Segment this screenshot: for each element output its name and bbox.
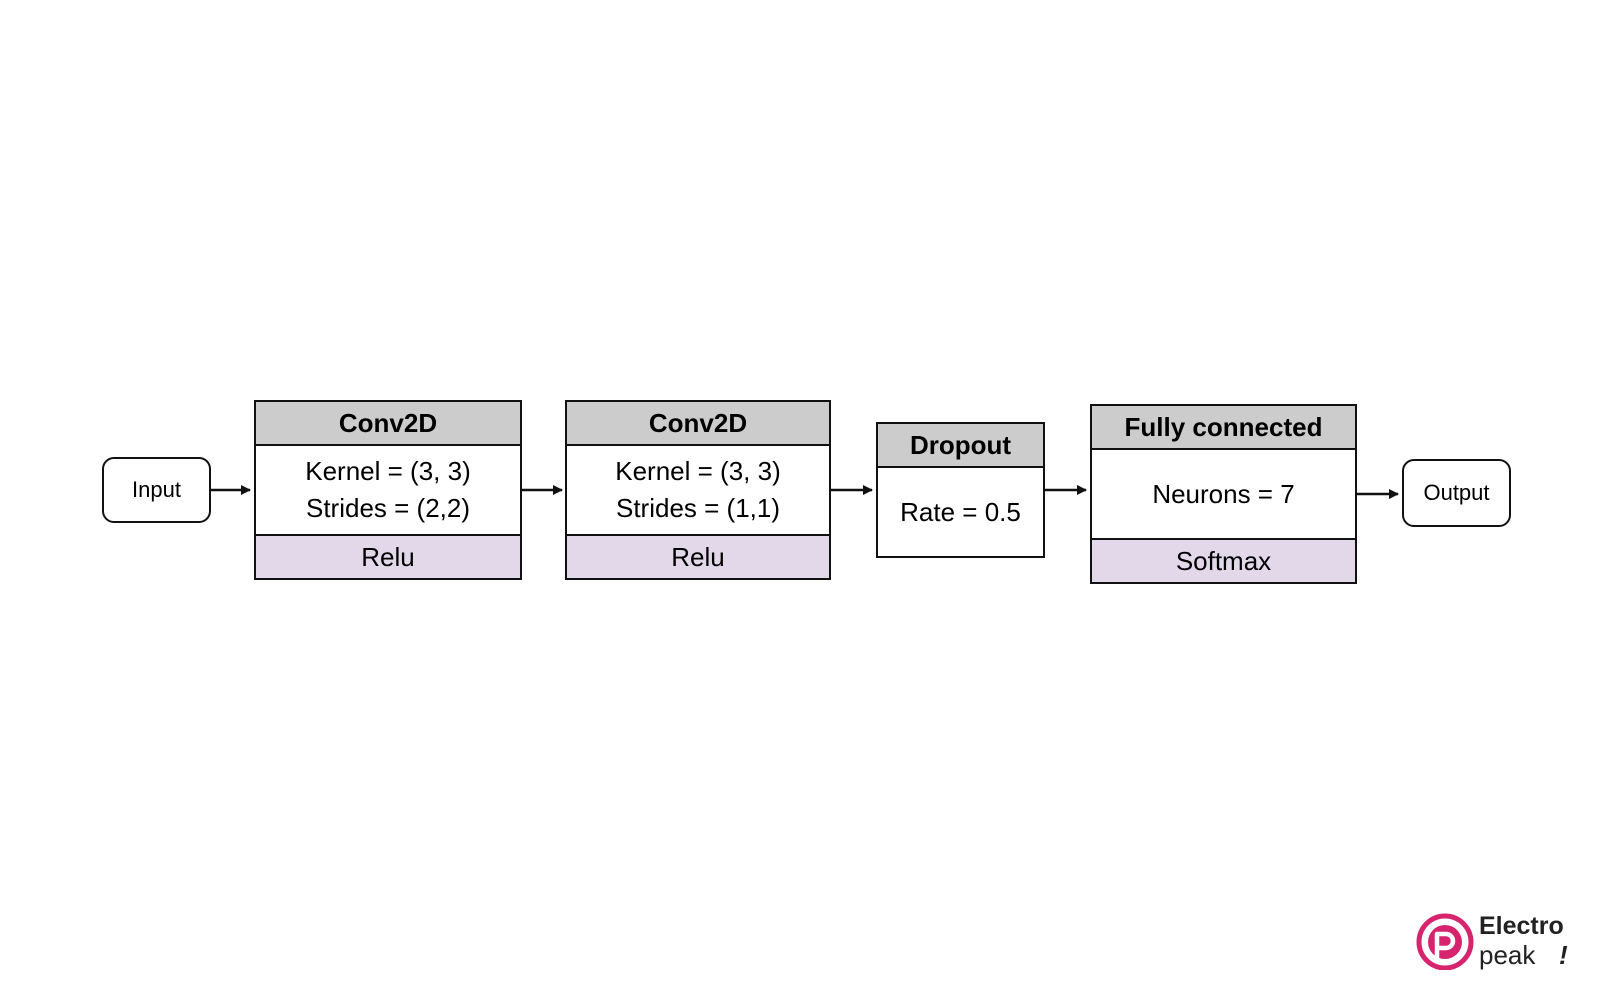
logo-word-electro: Electro xyxy=(1479,912,1564,940)
input-node: Input xyxy=(102,457,211,523)
layer-conv2d-2: Conv2D Kernel = (3, 3) Strides = (1,1) R… xyxy=(565,400,831,580)
param-strides: Strides = (1,1) xyxy=(615,493,780,523)
layer-params: Rate = 0.5 xyxy=(878,468,1043,556)
param-neurons: Neurons = 7 xyxy=(1152,478,1295,509)
electropeak-logo-icon xyxy=(1416,913,1474,970)
layer-activation: Relu xyxy=(567,534,829,578)
logo-exclamation: ! xyxy=(1559,940,1568,970)
param-kernel: Kernel = (3, 3) xyxy=(305,456,471,486)
layer-conv2d-1: Conv2D Kernel = (3, 3) Strides = (2,2) R… xyxy=(254,400,522,580)
input-label: Input xyxy=(132,477,181,502)
layer-title: Conv2D xyxy=(567,402,829,446)
param-rate: Rate = 0.5 xyxy=(900,496,1021,527)
layer-title: Fully connected xyxy=(1092,406,1355,450)
layer-dropout: Dropout Rate = 0.5 xyxy=(876,422,1045,558)
layer-title: Dropout xyxy=(878,424,1043,468)
layer-params: Neurons = 7 xyxy=(1092,450,1355,538)
layer-activation: Relu xyxy=(256,534,520,578)
layer-params: Kernel = (3, 3) Strides = (2,2) xyxy=(256,446,520,534)
layer-fully-connected: Fully connected Neurons = 7 Softmax xyxy=(1090,404,1357,584)
logo-word-peak: peak xyxy=(1479,940,1536,970)
brand-logo: Electro peak ! xyxy=(1415,910,1580,974)
output-label: Output xyxy=(1423,480,1490,505)
output-node: Output xyxy=(1402,459,1511,527)
param-kernel: Kernel = (3, 3) xyxy=(615,456,781,486)
layer-params: Kernel = (3, 3) Strides = (1,1) xyxy=(567,446,829,534)
param-strides: Strides = (2,2) xyxy=(305,493,470,523)
layer-activation: Softmax xyxy=(1092,538,1355,582)
layer-title: Conv2D xyxy=(256,402,520,446)
